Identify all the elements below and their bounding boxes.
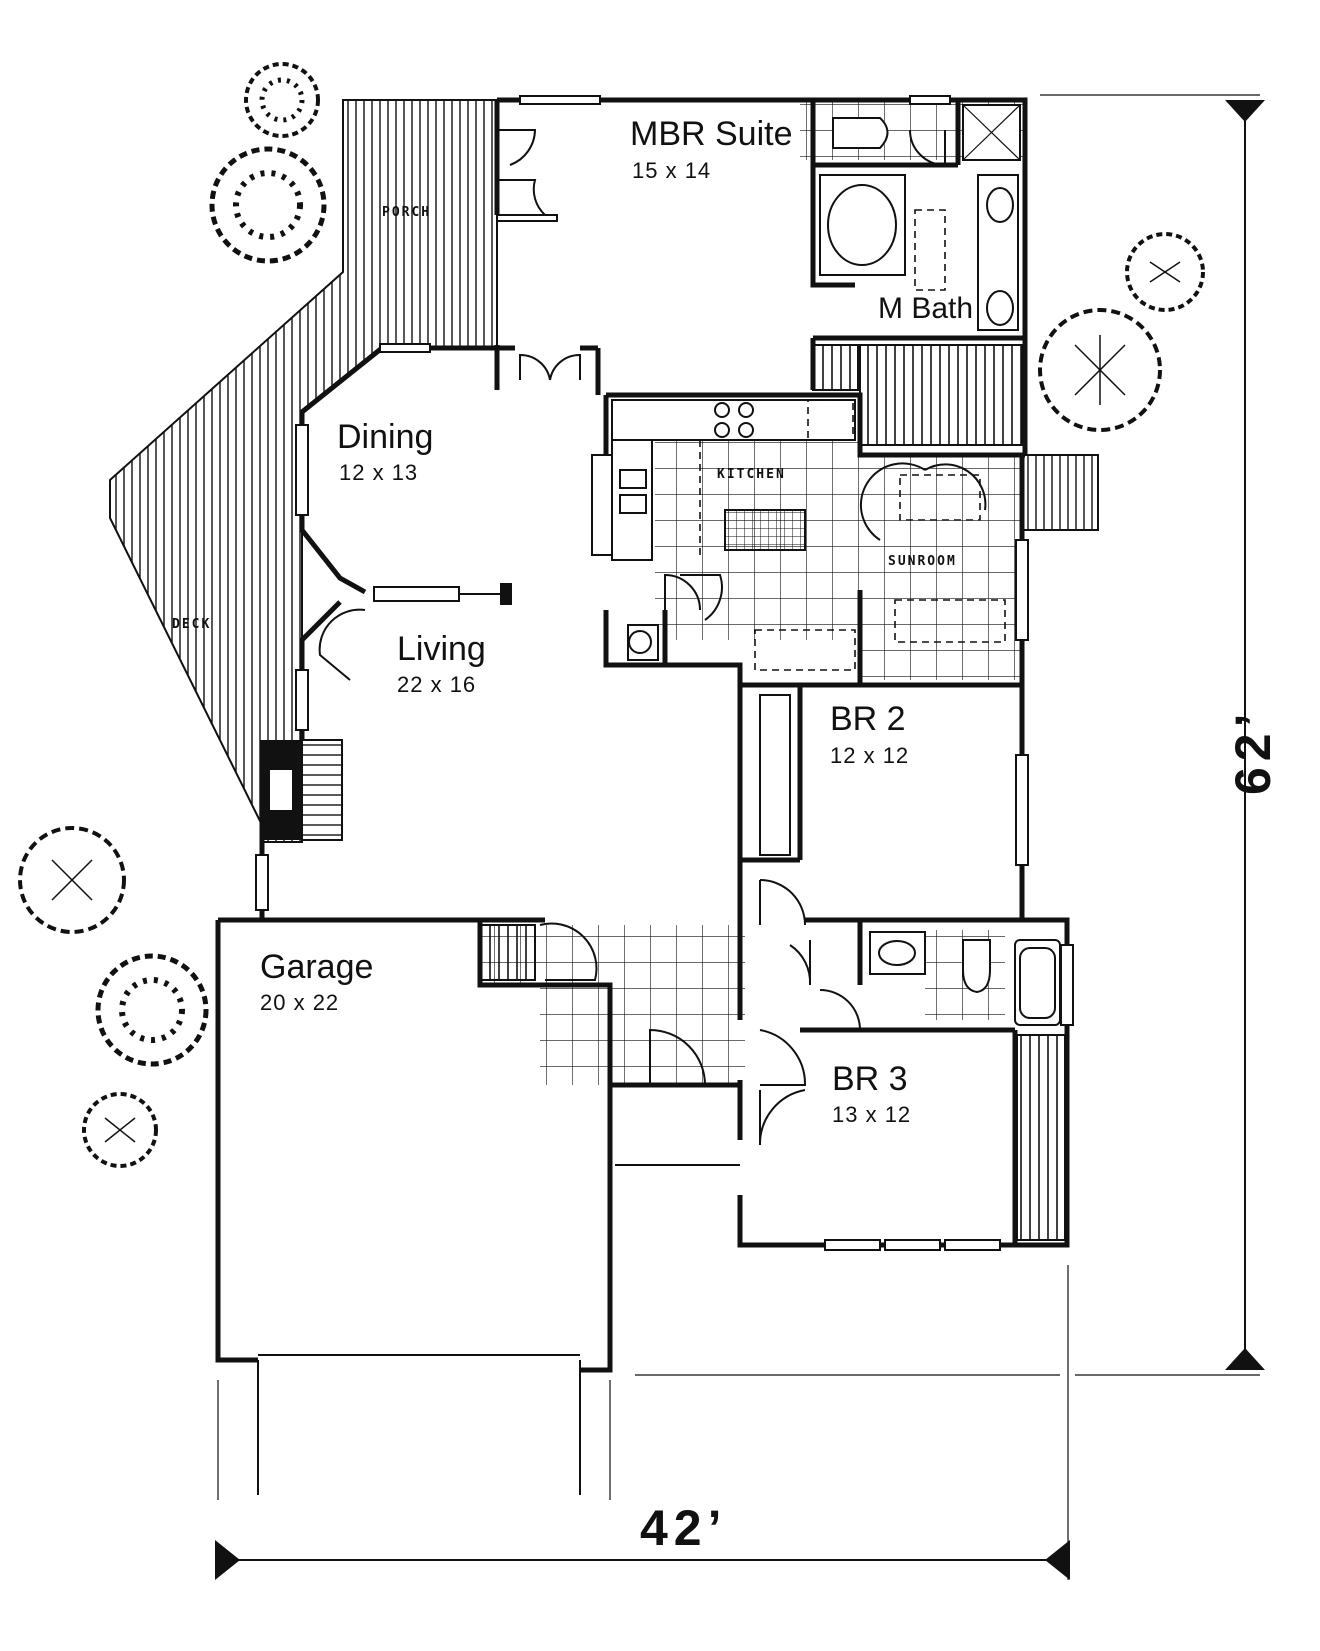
tree-icon [209, 146, 327, 264]
room-dims-dining: 12 x 13 [339, 460, 418, 485]
garage-door [217, 1354, 611, 1500]
room-label-br3: BR 3 [832, 1060, 908, 1098]
room-label-mbath: M Bath [878, 292, 973, 325]
kitchen-fixtures [591, 399, 1006, 671]
tree-icon [1125, 232, 1205, 312]
dimension-depth: 62’ [1225, 707, 1281, 795]
tree-icon [95, 953, 209, 1067]
room-dims-mbr: 15 x 14 [632, 158, 711, 183]
room-label-porch: PORCH [382, 205, 431, 220]
room-label-garage: Garage [260, 948, 373, 986]
room-dims-garage: 20 x 22 [260, 990, 339, 1015]
labels: MBR Suite 15 x 14 M Bath Dining 12 x 13 … [172, 115, 1281, 1556]
room-label-dining: Dining [337, 418, 433, 456]
doors [318, 129, 946, 1146]
room-dims-br2: 12 x 12 [830, 743, 909, 768]
room-label-mbr: MBR Suite [630, 115, 793, 153]
fireplace [262, 583, 512, 841]
tree-icon [244, 62, 320, 138]
porch-deck [109, 99, 498, 843]
room-label-br2: BR 2 [830, 700, 906, 738]
tree-icon [1038, 308, 1162, 432]
tree-icon [18, 826, 126, 934]
room-label-sunroom: SUNROOM [888, 554, 957, 569]
room-dims-br3: 13 x 12 [832, 1102, 911, 1127]
room-dims-living: 22 x 16 [397, 672, 476, 697]
dimension-width: 42’ [640, 1500, 728, 1556]
bath-fixtures [819, 104, 1061, 1026]
trees [18, 62, 1205, 1168]
room-label-living: Living [397, 630, 486, 668]
closets [479, 344, 1066, 1241]
windows [255, 95, 1074, 1251]
room-label-deck: DECK [172, 617, 211, 632]
room-label-kitchen: KITCHEN [717, 467, 786, 482]
tree-icon [82, 1092, 158, 1168]
dimension-lines [215, 94, 1265, 1580]
